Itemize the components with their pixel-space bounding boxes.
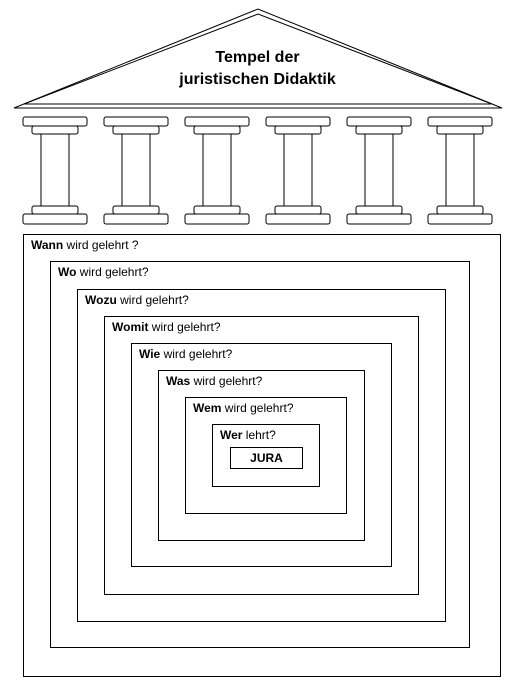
- level-question-rest: wird gelehrt?: [190, 374, 263, 388]
- level-question-word: Wozu: [85, 293, 117, 307]
- level-question-word: Wo: [58, 265, 77, 279]
- column-3: [184, 116, 250, 225]
- level-question-rest: lehrt?: [242, 428, 276, 442]
- column-4: [265, 116, 331, 225]
- level-label-3: Wozu wird gelehrt?: [85, 293, 189, 307]
- level-question-word: Wann: [31, 238, 64, 252]
- level-box-1: [23, 234, 501, 677]
- level-question-rest: wird gelehrt?: [148, 320, 221, 334]
- column-1: [22, 116, 88, 225]
- column-6: [427, 116, 493, 225]
- temple-title-line-2: juristischen Didaktik: [179, 71, 336, 88]
- column-5: [346, 116, 412, 225]
- level-question-rest: wird gelehrt?: [116, 293, 189, 307]
- level-box-3: [77, 289, 446, 622]
- level-question-rest: wird gelehrt ?: [63, 238, 139, 252]
- level-label-8: Wer lehrt?: [220, 428, 276, 442]
- temple-columns: [22, 116, 493, 225]
- level-label-6: Was wird gelehrt?: [166, 374, 262, 388]
- core-box-jura: JURA: [230, 447, 303, 469]
- level-box-2: [50, 261, 470, 648]
- level-question-word: Womit: [112, 320, 149, 334]
- temple-title-line-1: Tempel der: [215, 49, 300, 66]
- level-box-7: [185, 397, 347, 514]
- level-question-rest: wird gelehrt?: [221, 401, 294, 415]
- column-2: [103, 116, 169, 225]
- level-question-rest: wird gelehrt?: [76, 265, 149, 279]
- level-label-2: Wo wird gelehrt?: [58, 265, 149, 279]
- level-question-word: Wer: [220, 428, 243, 442]
- level-label-7: Wem wird gelehrt?: [193, 401, 294, 415]
- level-label-4: Womit wird gelehrt?: [112, 320, 221, 334]
- level-label-1: Wann wird gelehrt ?: [31, 238, 139, 252]
- level-box-4: [104, 316, 419, 595]
- level-question-word: Wie: [139, 347, 161, 361]
- level-question-rest: wird gelehrt?: [160, 347, 233, 361]
- level-question-word: Wem: [193, 401, 222, 415]
- temple-roof: [13, 8, 503, 109]
- level-label-5: Wie wird gelehrt?: [139, 347, 232, 361]
- temple-illustration: [13, 8, 503, 225]
- level-question-word: Was: [166, 374, 191, 388]
- level-box-8: [212, 424, 320, 487]
- level-box-6: [158, 370, 365, 541]
- level-box-5: [131, 343, 392, 567]
